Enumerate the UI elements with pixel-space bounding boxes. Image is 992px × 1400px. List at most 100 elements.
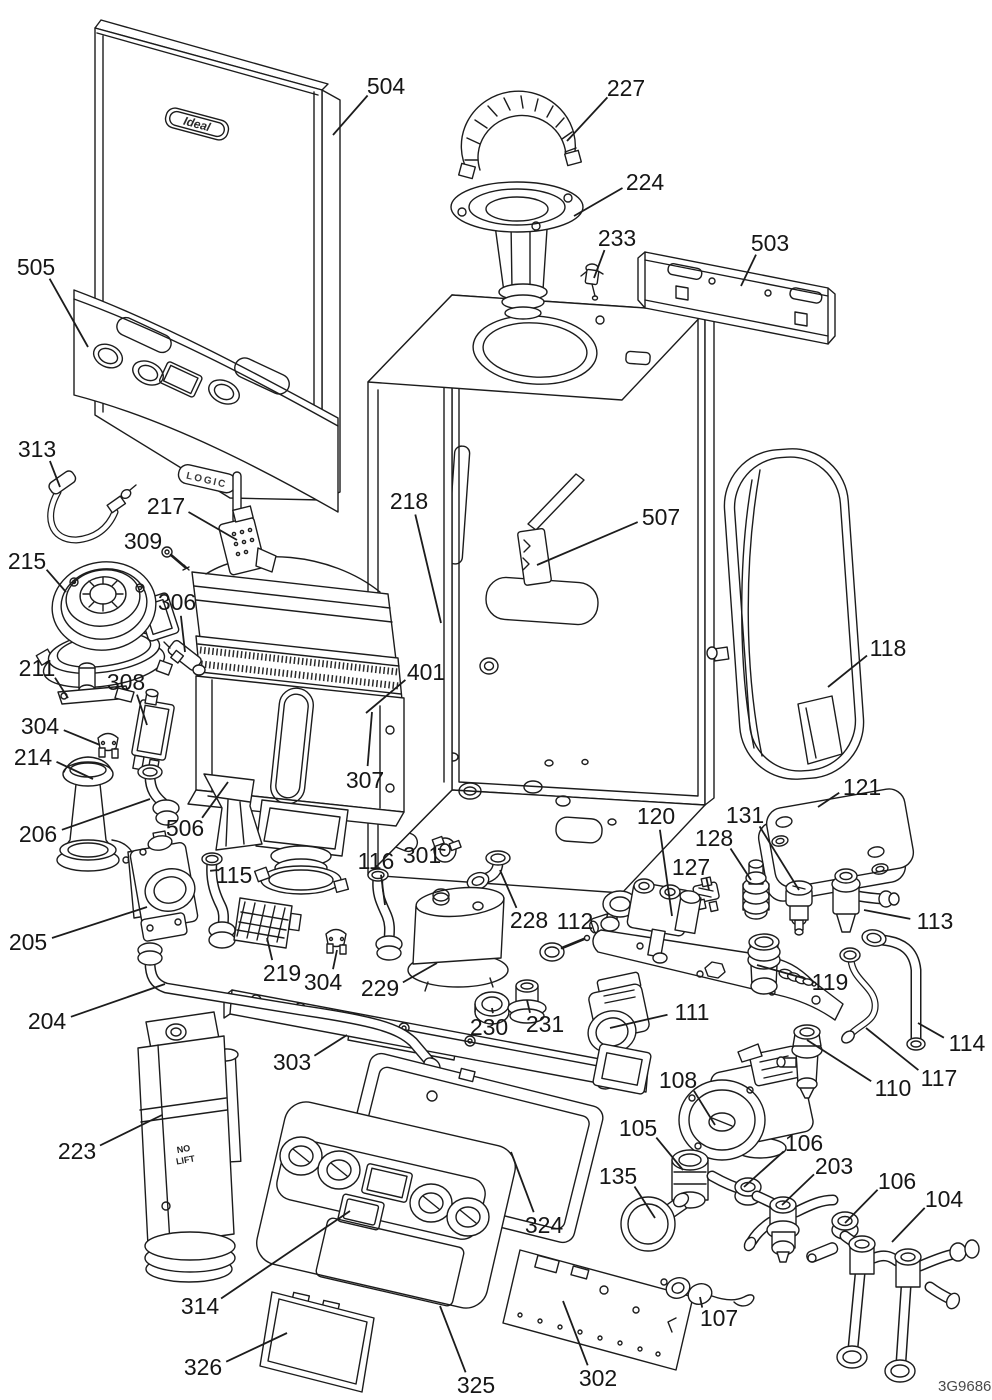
callout-leader-223 [99,1114,163,1147]
callout-label-401: 401 [407,659,445,685]
control-fascia [256,1101,516,1319]
callout-leader-214 [56,760,94,780]
pipe-114 [861,929,926,1051]
cartridge-128 [742,859,770,920]
callout-label-116: 116 [358,848,395,874]
no-lift-marking-line1: NO [176,1143,191,1155]
callout-label-304: 304 [21,713,60,739]
callout-leader-118 [827,654,868,688]
callout-leader-119 [756,964,806,980]
callout-leader-231 [526,999,531,1014]
display-lens-314 [337,1193,385,1231]
callout-leader-205 [51,906,148,939]
callout-label-215: 215 [8,548,46,574]
control-knob [317,1150,361,1190]
callout-leader-215 [45,569,67,593]
auto-air-vent [776,1024,823,1099]
callout-label-503: 503 [751,230,789,256]
callout-leader-114 [917,1022,945,1039]
pipe-115 [201,852,236,949]
control-knob [446,1197,490,1237]
callout-label-229: 229 [361,975,399,1001]
callout-leader-307 [366,711,373,767]
callout-label-314: 314 [181,1293,220,1319]
callout-label-108: 108 [659,1067,697,1093]
callout-leader-111 [609,1013,668,1029]
pcb-support-507 [517,528,552,586]
canister-229 [407,886,509,992]
callout-label-115: 115 [216,862,253,888]
sump-funnel [253,799,350,895]
callout-leader-326 [225,1332,288,1363]
callout-leader-304 [63,729,101,746]
callout-leader-304 [332,949,338,970]
callout-label-110: 110 [875,1075,912,1101]
callout-label-111: 111 [675,999,710,1025]
callout-leader-302 [562,1300,589,1366]
callout-label-112: 112 [557,908,594,934]
callout-label-301: 301 [403,842,441,868]
callout-label-324: 324 [525,1212,564,1238]
callout-label-325: 325 [457,1372,495,1398]
bracket-211 [57,662,135,705]
callout-leader-224 [573,187,623,217]
callout-label-135: 135 [599,1163,637,1189]
callout-label-119: 119 [812,969,849,995]
ignition-lead [47,470,137,544]
callout-leader-203 [781,1173,815,1206]
callout-label-104: 104 [925,1186,964,1212]
callout-label-507: 507 [642,504,680,530]
callout-leader-110 [806,1039,872,1082]
callout-leader-507 [536,521,639,566]
callout-leader-127 [705,877,710,891]
callout-label-107: 107 [700,1305,738,1331]
clip-301 [431,835,462,863]
control-knob [409,1183,453,1223]
callout-leader-505 [48,278,89,348]
callout-leader-217 [188,511,238,541]
callout-leader-314 [220,1210,351,1300]
cover-panel-326 [259,1291,375,1393]
clip-304-lower [325,928,347,955]
valve-203 [743,1194,839,1263]
callout-label-230: 230 [470,1014,508,1040]
callout-label-309: 309 [124,528,162,554]
bracket-217 [218,505,277,576]
callout-label-218: 218 [390,488,428,514]
plate-heat-exchanger [757,788,915,902]
callout-leader-306 [180,615,186,653]
callout-leader-121 [817,792,840,808]
callout-label-106: 106 [878,1168,916,1194]
callout-label-204: 204 [28,1008,67,1034]
callout-label-224: 224 [626,169,665,195]
callout-leader-104 [891,1207,926,1243]
fitting-119 [747,933,817,995]
flue-clamp [457,90,583,180]
grommet-plate [233,897,302,949]
callout-leader-506 [201,781,229,819]
callout-label-308: 308 [107,669,145,695]
callout-leader-301 [437,848,446,851]
callout-leader-230 [491,1007,494,1014]
callout-label-131: 131 [726,802,764,828]
callout-leader-135 [633,1186,656,1219]
elbow-228 [466,850,511,891]
callout-leader-227 [566,96,609,142]
no-lift-marking-line2: LIFT [175,1153,196,1166]
drawing-number: 3G9686 [938,1378,991,1395]
callout-label-120: 120 [637,803,675,829]
callout-label-217: 217 [147,493,185,519]
ignition-unit [131,688,175,775]
callout-label-326: 326 [184,1354,222,1380]
overheat-thermostat [580,263,604,301]
callout-label-231: 231 [526,1011,564,1037]
fan [35,561,180,689]
callout-label-303: 303 [273,1049,311,1075]
callout-label-307: 307 [346,767,384,793]
pipework-chain [706,1170,864,1263]
callout-label-302: 302 [579,1365,617,1391]
callout-leader-211 [54,677,69,699]
control-knob [279,1136,323,1176]
callout-label-206: 206 [19,821,57,847]
